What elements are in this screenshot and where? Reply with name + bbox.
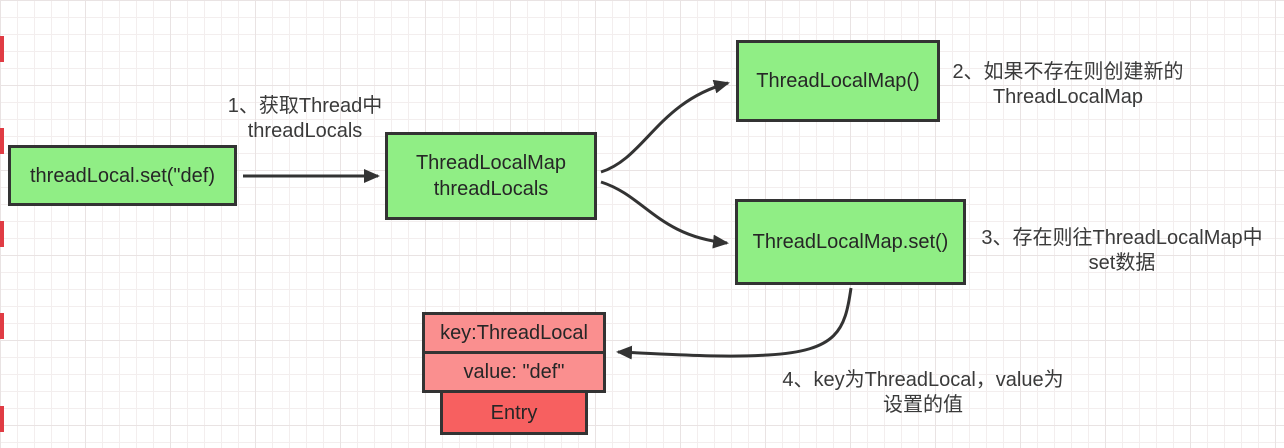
node-threadlocalmap-set-label: ThreadLocalMap.set() xyxy=(752,231,949,253)
annotation-step1-line2: threadLocals xyxy=(247,120,363,142)
arrow-mapset-to-entry xyxy=(616,287,853,360)
annotation-step1-line1: 1、获取Thread中 xyxy=(227,95,383,117)
node-threadlocal-set-label: threadLocal.set("def) xyxy=(30,164,215,187)
canvas-edge-mark xyxy=(0,221,4,247)
annotation-step4-line1: 4、key为ThreadLocal，value为 xyxy=(782,369,1064,391)
annotation-step3-line1: 3、存在则往ThreadLocalMap中 xyxy=(981,227,1263,249)
annotation-step2-line1: 2、如果不存在则创建新的 xyxy=(952,61,1184,83)
arrow-map-to-mapset xyxy=(600,180,729,249)
annotation-step3: 3、存在则往ThreadLocalMap中 set数据 xyxy=(962,226,1282,276)
entry-value-cell: value: "def" xyxy=(422,351,606,393)
canvas-edge-mark xyxy=(0,406,4,432)
arrow-map-to-newmap xyxy=(600,79,730,174)
canvas-edge-mark xyxy=(0,36,4,62)
annotation-step4-line2: 设置的值 xyxy=(883,394,963,416)
node-threadlocalmap-line1: ThreadLocalMap xyxy=(415,152,567,174)
node-threadlocalmap-set: ThreadLocalMap.set() xyxy=(735,199,966,285)
node-threadlocalmap-threadlocals: ThreadLocalMap threadLocals xyxy=(385,132,597,220)
entry-label: Entry xyxy=(490,401,538,424)
node-threadlocalmap-new-label: ThreadLocalMap() xyxy=(756,70,920,92)
annotation-step2-line2: ThreadLocalMap xyxy=(992,86,1144,108)
node-threadlocalmap-new: ThreadLocalMap() xyxy=(736,40,940,122)
node-threadlocal-set: threadLocal.set("def) xyxy=(8,145,237,206)
entry-value-label: value: "def" xyxy=(463,360,565,383)
entry-key-cell: key:ThreadLocal xyxy=(422,312,606,354)
canvas-edge-mark xyxy=(0,128,4,154)
canvas-edge-mark xyxy=(0,313,4,339)
annotation-step2: 2、如果不存在则创建新的 ThreadLocalMap xyxy=(948,60,1188,110)
annotation-step1: 1、获取Thread中 threadLocals xyxy=(190,94,420,144)
annotation-step4: 4、key为ThreadLocal，value为 设置的值 xyxy=(758,368,1088,418)
annotation-step3-line2: set数据 xyxy=(1088,252,1156,274)
node-threadlocalmap-line2: threadLocals xyxy=(433,178,549,200)
entry-structure: key:ThreadLocal value: "def" xyxy=(422,312,606,393)
node-entry: Entry xyxy=(440,390,588,435)
entry-key-label: key:ThreadLocal xyxy=(440,321,588,344)
